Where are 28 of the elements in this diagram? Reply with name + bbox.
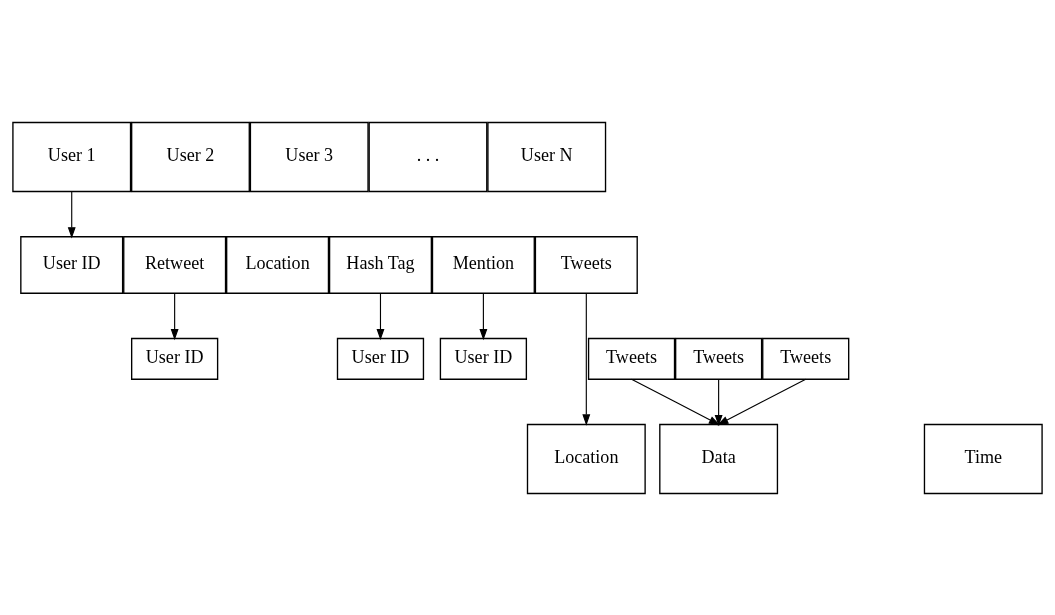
arrow bbox=[170, 292, 179, 340]
arrow bbox=[479, 292, 488, 340]
node-box: Tweets bbox=[762, 337, 850, 380]
node-box: User ID bbox=[439, 337, 528, 380]
node-box: Time bbox=[923, 423, 1043, 494]
node-box: Retweet bbox=[123, 235, 227, 294]
node-box: . . . bbox=[368, 121, 488, 192]
arrow bbox=[582, 292, 591, 426]
node-box: User ID bbox=[131, 337, 219, 380]
arrow bbox=[67, 190, 76, 238]
node-box: User 3 bbox=[249, 121, 369, 192]
node-box: User 2 bbox=[131, 121, 250, 192]
node-box: Mention bbox=[431, 235, 535, 294]
node-box: User N bbox=[487, 121, 607, 192]
node-box: Location bbox=[526, 423, 646, 494]
arrow bbox=[714, 378, 723, 426]
arrow bbox=[376, 292, 385, 340]
node-box: Tweets bbox=[674, 337, 763, 380]
node-box: Hash Tag bbox=[328, 235, 433, 294]
node-box: Location bbox=[226, 235, 330, 294]
node-box: Data bbox=[659, 423, 779, 494]
node-box: Tweets bbox=[587, 337, 676, 380]
arrow bbox=[717, 378, 807, 425]
arrow bbox=[631, 378, 721, 425]
node-box: User 1 bbox=[12, 121, 132, 192]
node-box: Tweets bbox=[534, 235, 638, 294]
node-box: User ID bbox=[336, 337, 425, 380]
node-box: User ID bbox=[20, 235, 124, 294]
